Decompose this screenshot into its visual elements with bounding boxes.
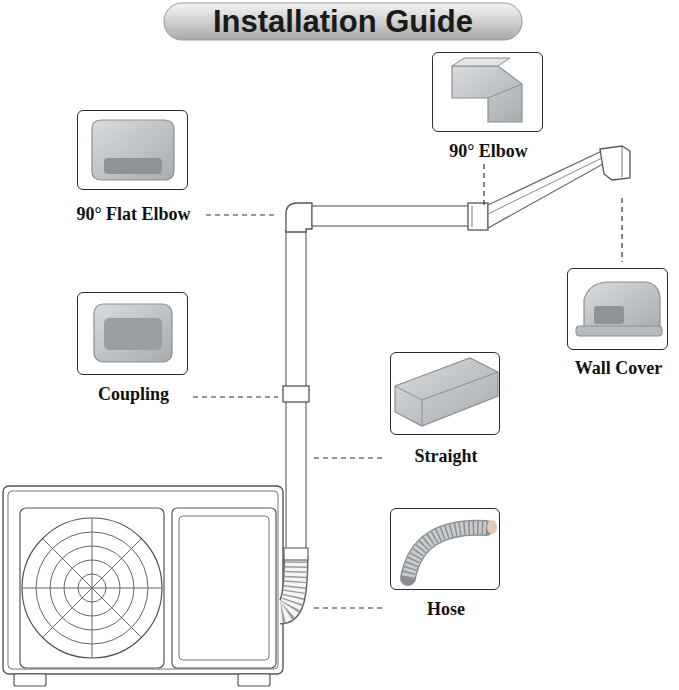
hose bbox=[280, 556, 296, 612]
straight-photo bbox=[395, 358, 498, 426]
hose-photo bbox=[408, 528, 486, 578]
elbow-part bbox=[468, 203, 488, 230]
leader-line bbox=[314, 457, 386, 458]
elbow-photo bbox=[452, 66, 522, 122]
flat-elbow-photo bbox=[104, 158, 162, 174]
side-panel bbox=[172, 508, 276, 668]
elbow-photo bbox=[488, 84, 522, 98]
flat-elbow-photo bbox=[92, 120, 174, 180]
straight-duct bbox=[488, 151, 612, 228]
unit-foot bbox=[238, 674, 270, 686]
outdoor-unit bbox=[3, 486, 283, 674]
coupling-part bbox=[283, 386, 309, 402]
wall-cover-photo bbox=[584, 282, 660, 330]
title: Installation Guide bbox=[164, 3, 522, 40]
side-panel bbox=[179, 516, 269, 660]
leader-line bbox=[314, 607, 386, 608]
part-thumbnail: 90° Flat Elbow bbox=[77, 110, 188, 190]
wall-cover-photo bbox=[576, 326, 662, 336]
elbow-part bbox=[472, 206, 473, 227]
wall-cover-part bbox=[622, 146, 623, 177]
unit-foot bbox=[14, 674, 46, 686]
leader-line bbox=[483, 164, 484, 205]
part-thumbnail: 90° Elbow bbox=[432, 52, 543, 132]
straight-photo bbox=[395, 386, 422, 400]
part-label: Hose bbox=[381, 599, 511, 620]
part-thumbnail: Hose bbox=[390, 508, 500, 590]
fan-panel bbox=[20, 508, 164, 668]
fan-grille bbox=[43, 539, 142, 638]
hose-photo bbox=[408, 528, 486, 578]
part-thumbnail: Wall Cover bbox=[567, 268, 668, 350]
straight-duct bbox=[312, 206, 469, 226]
title-banner bbox=[164, 3, 522, 40]
flat-elbow-part bbox=[286, 203, 312, 232]
straight-photo bbox=[422, 372, 498, 400]
part-label: 90° Flat Elbow bbox=[53, 204, 214, 225]
leader-line bbox=[193, 396, 278, 397]
hand-photo bbox=[487, 520, 497, 534]
part-label: Wall Cover bbox=[548, 358, 679, 379]
part-label: Straight bbox=[381, 446, 511, 467]
fan-grille bbox=[22, 518, 162, 658]
coupling-photo bbox=[104, 318, 162, 350]
straight-photo bbox=[422, 400, 423, 426]
wall-cover-part bbox=[600, 146, 630, 180]
fan-grille bbox=[43, 539, 142, 638]
duct-end bbox=[284, 548, 308, 560]
duct-edge bbox=[488, 156, 606, 214]
coupling-photo bbox=[94, 304, 172, 362]
hose bbox=[280, 556, 296, 612]
elbow-photo bbox=[452, 58, 510, 66]
wall-cover-photo bbox=[594, 306, 624, 324]
unit-frame bbox=[8, 491, 278, 669]
leader-line bbox=[206, 214, 276, 215]
part-thumbnail: Straight bbox=[390, 352, 500, 435]
part-label: Coupling bbox=[68, 384, 199, 405]
part-thumbnail: Coupling bbox=[77, 292, 188, 375]
hose-ribs bbox=[280, 556, 296, 612]
hose-photo bbox=[408, 528, 486, 578]
part-label: 90° Elbow bbox=[413, 141, 564, 162]
leader-line bbox=[621, 198, 622, 262]
